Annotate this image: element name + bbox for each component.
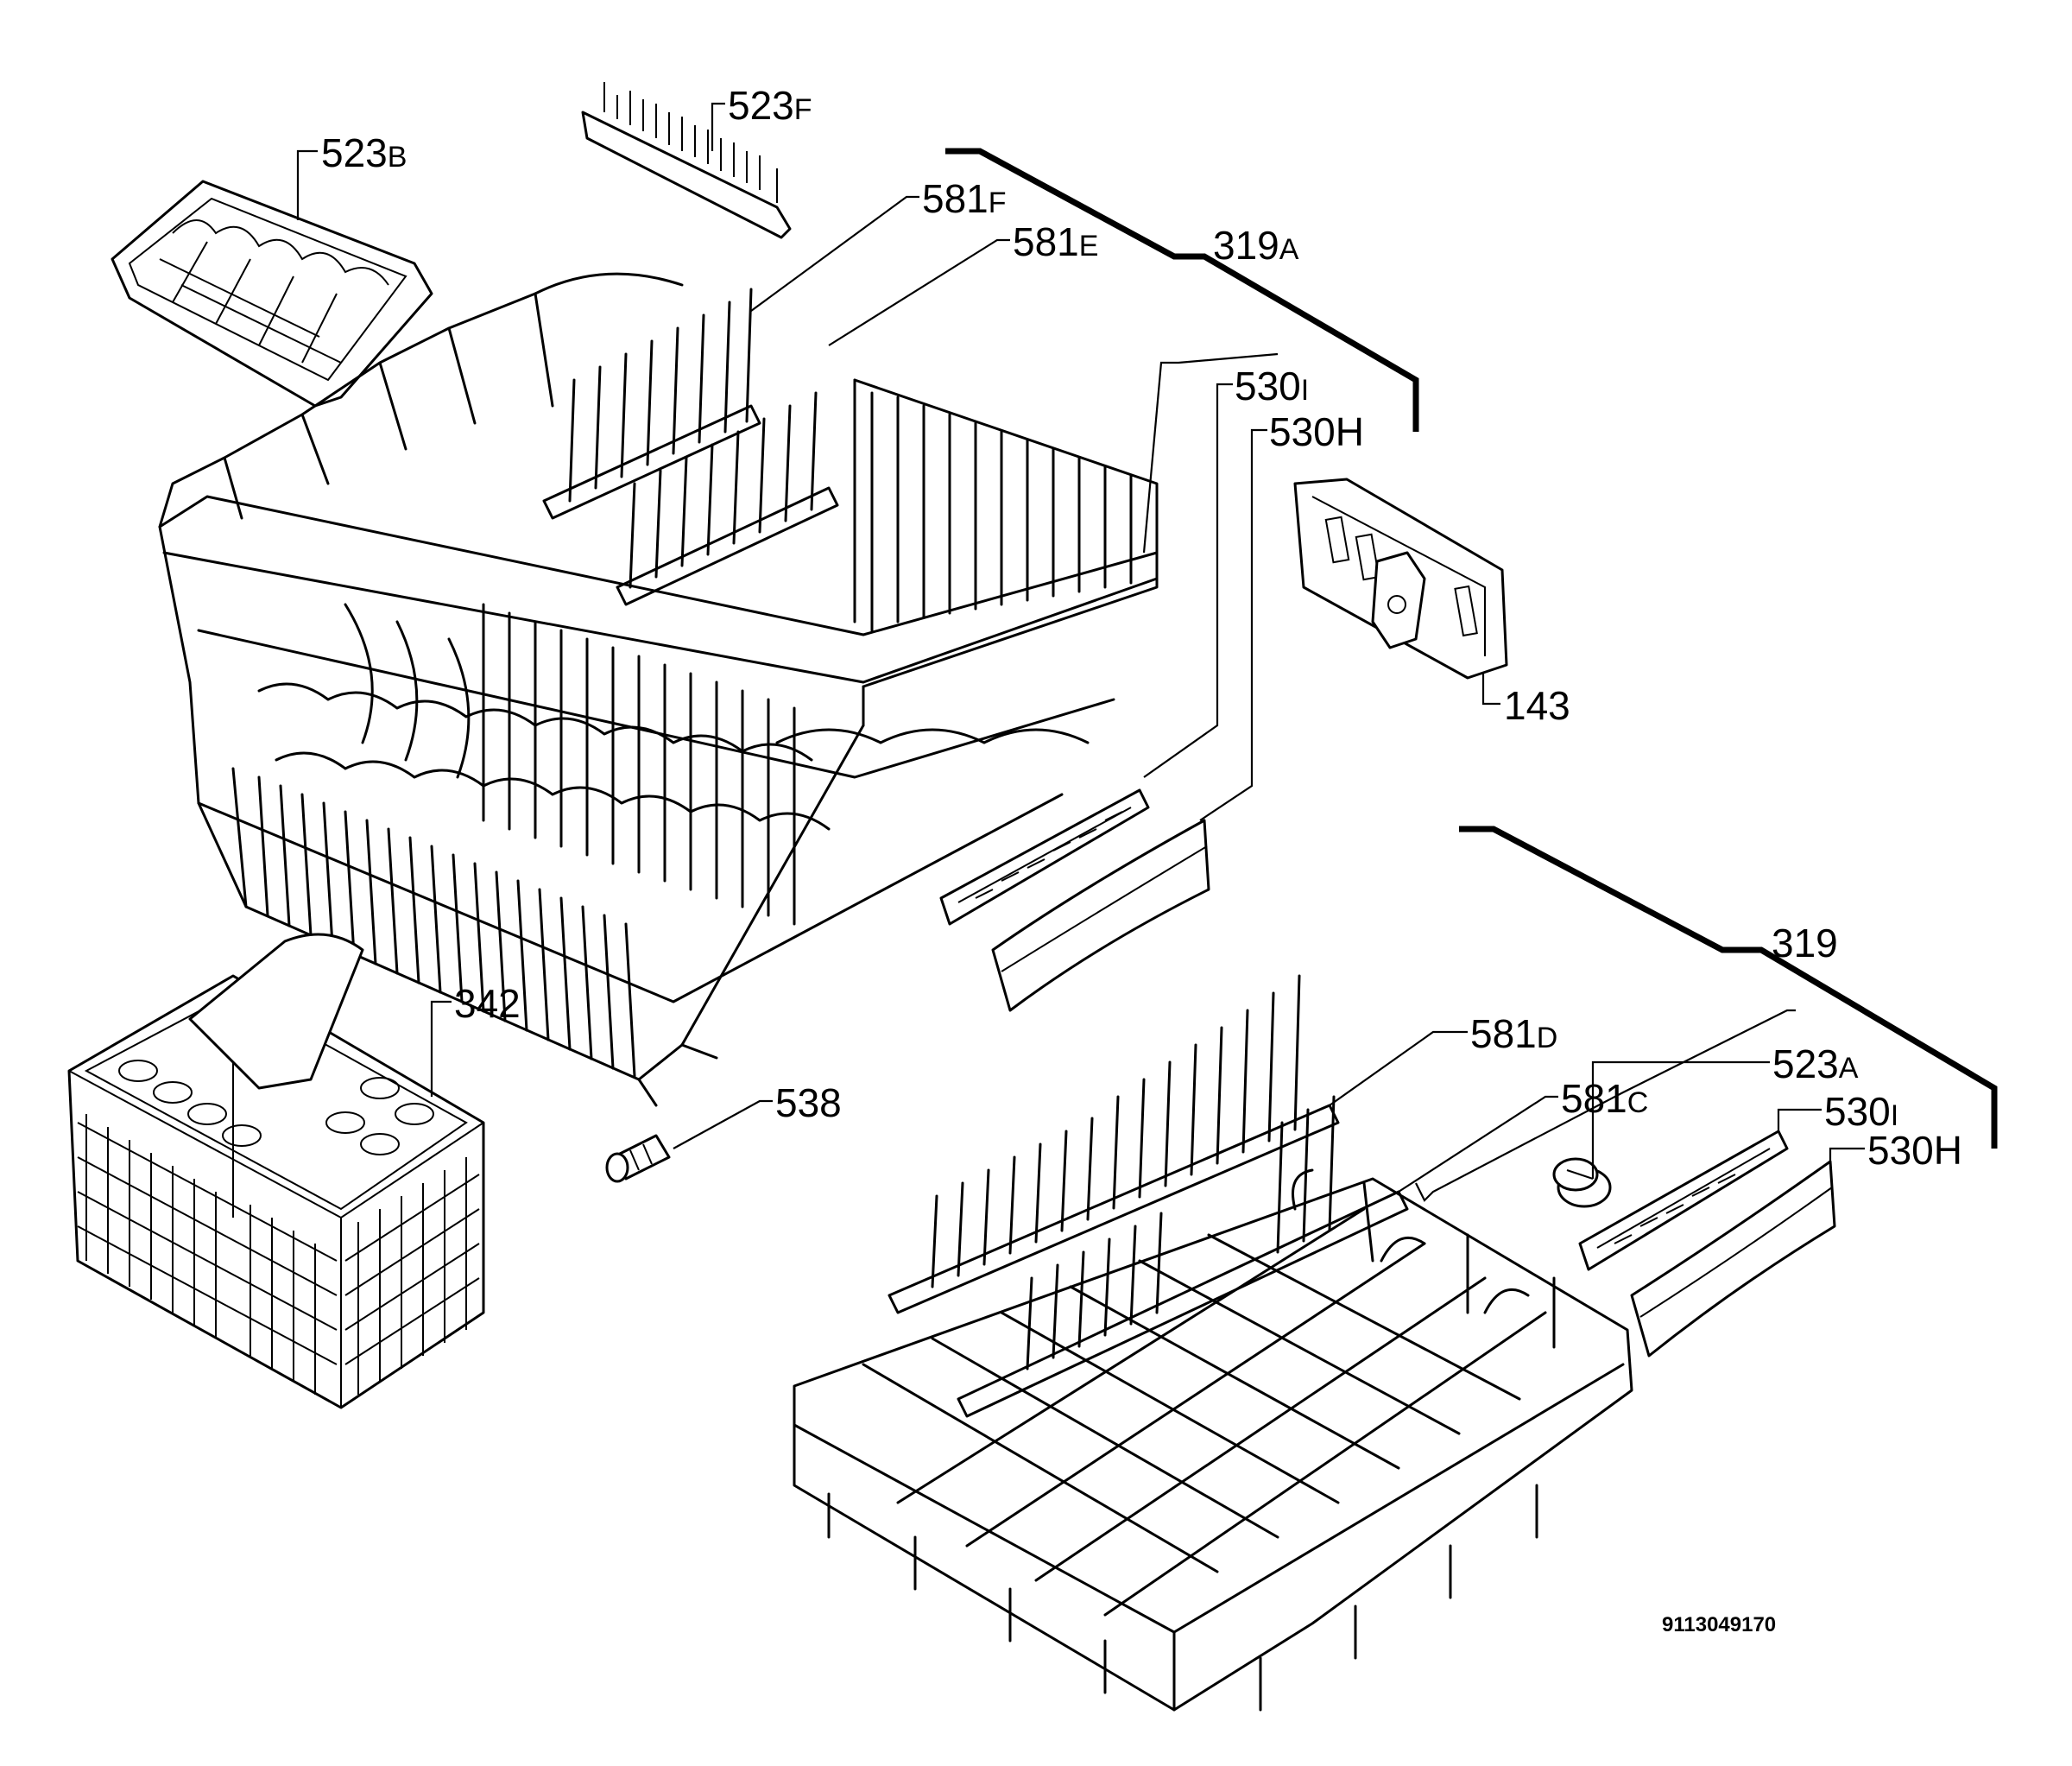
part-tine-rack-581C (957, 1095, 1409, 1418)
part-cutlery-basket-342 (67, 933, 485, 1409)
label-581E: 581E (1013, 219, 1098, 264)
part-tine-rack-581F (542, 288, 761, 520)
label-581C: 581C (1561, 1076, 1648, 1121)
label-342: 342 (454, 981, 521, 1026)
part-upper-basket (158, 272, 1159, 1107)
document-number: 9113049170 (1662, 1613, 1776, 1636)
label-523F: 523F (728, 83, 812, 128)
part-lower-basket (793, 1168, 1633, 1712)
part-cover-530H-bottom (1630, 1160, 1836, 1358)
part-tine-rack-581E (616, 391, 839, 606)
label-523B: 523B (321, 130, 407, 175)
part-rail-530I-top (939, 788, 1150, 926)
label-319: 319 (1772, 921, 1838, 965)
label-319A: 319A (1213, 223, 1299, 268)
label-581F: 581F (922, 176, 1007, 221)
part-cover-530H-top (991, 819, 1210, 1012)
label-523A: 523A (1772, 1041, 1859, 1086)
part-tine-rack-581D (888, 974, 1340, 1314)
label-581D: 581D (1470, 1011, 1557, 1056)
label-530H-bottom: 530H (1867, 1128, 1962, 1173)
label-530I-bottom: 530I (1824, 1089, 1898, 1134)
part-cutlery-tray-523B (111, 180, 433, 408)
part-wheel-523A (1552, 1157, 1612, 1208)
label-538: 538 (775, 1080, 842, 1125)
part-labels: 523B 523F 581F 581E 319A 530I 530H 143 5… (321, 83, 1962, 1636)
bracket-319 (1459, 826, 1998, 1149)
part-rack-clip-523F (581, 82, 792, 239)
label-530I-top: 530I (1235, 364, 1309, 408)
part-rail-bracket-143 (1293, 478, 1508, 680)
part-pin-538 (605, 1134, 671, 1183)
part-rail-530I-bottom (1578, 1130, 1789, 1271)
bracket-319A (945, 148, 1419, 432)
leader-lines (296, 102, 1865, 1202)
label-143: 143 (1504, 683, 1570, 728)
label-530H-top: 530H (1269, 409, 1364, 454)
